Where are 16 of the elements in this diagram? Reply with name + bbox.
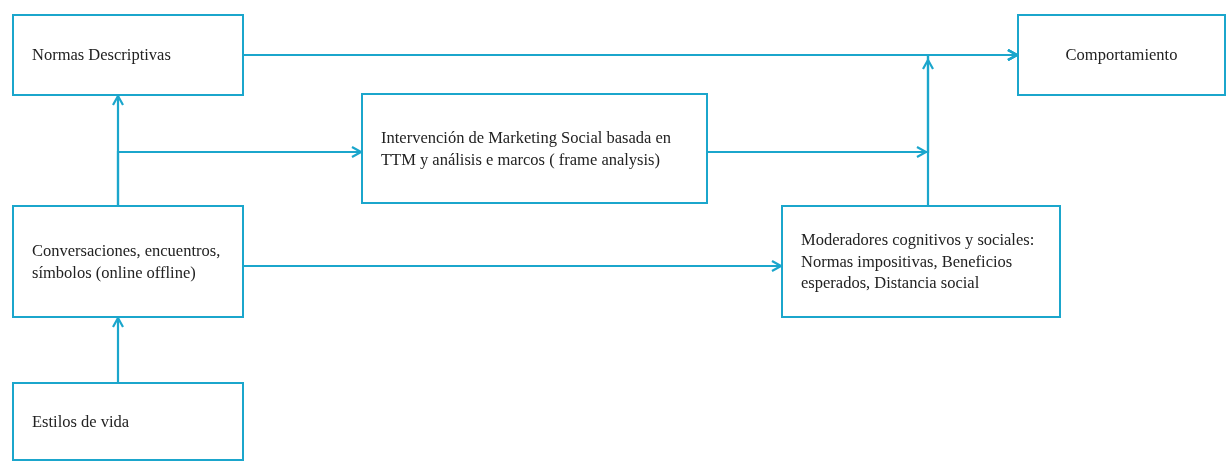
arrow — [922, 48, 1019, 205]
process-box — [12, 382, 244, 461]
box-label: Comportamiento — [1065, 44, 1178, 66]
arrow — [116, 145, 363, 205]
process-box — [781, 205, 1061, 318]
process-box — [12, 205, 244, 318]
box-label: Intervención de Marketing Social basada en TTM y análisis e marcos ( frame analysis) — [381, 127, 672, 170]
box-label: Moderadores cognitivos y sociales: Normas impositivas, Beneficios esperados, Distancia social — [801, 229, 1036, 294]
arrow — [244, 259, 783, 273]
box-label: Conversaciones, encuentros, símbolos (online offline) — [32, 240, 222, 283]
box-label: Estilos de vida — [32, 410, 130, 433]
process-box — [361, 93, 708, 204]
process-box — [1017, 14, 1226, 96]
process-box — [12, 14, 244, 96]
box-label: Normas Descriptivas — [32, 44, 171, 66]
arrow — [111, 316, 125, 382]
